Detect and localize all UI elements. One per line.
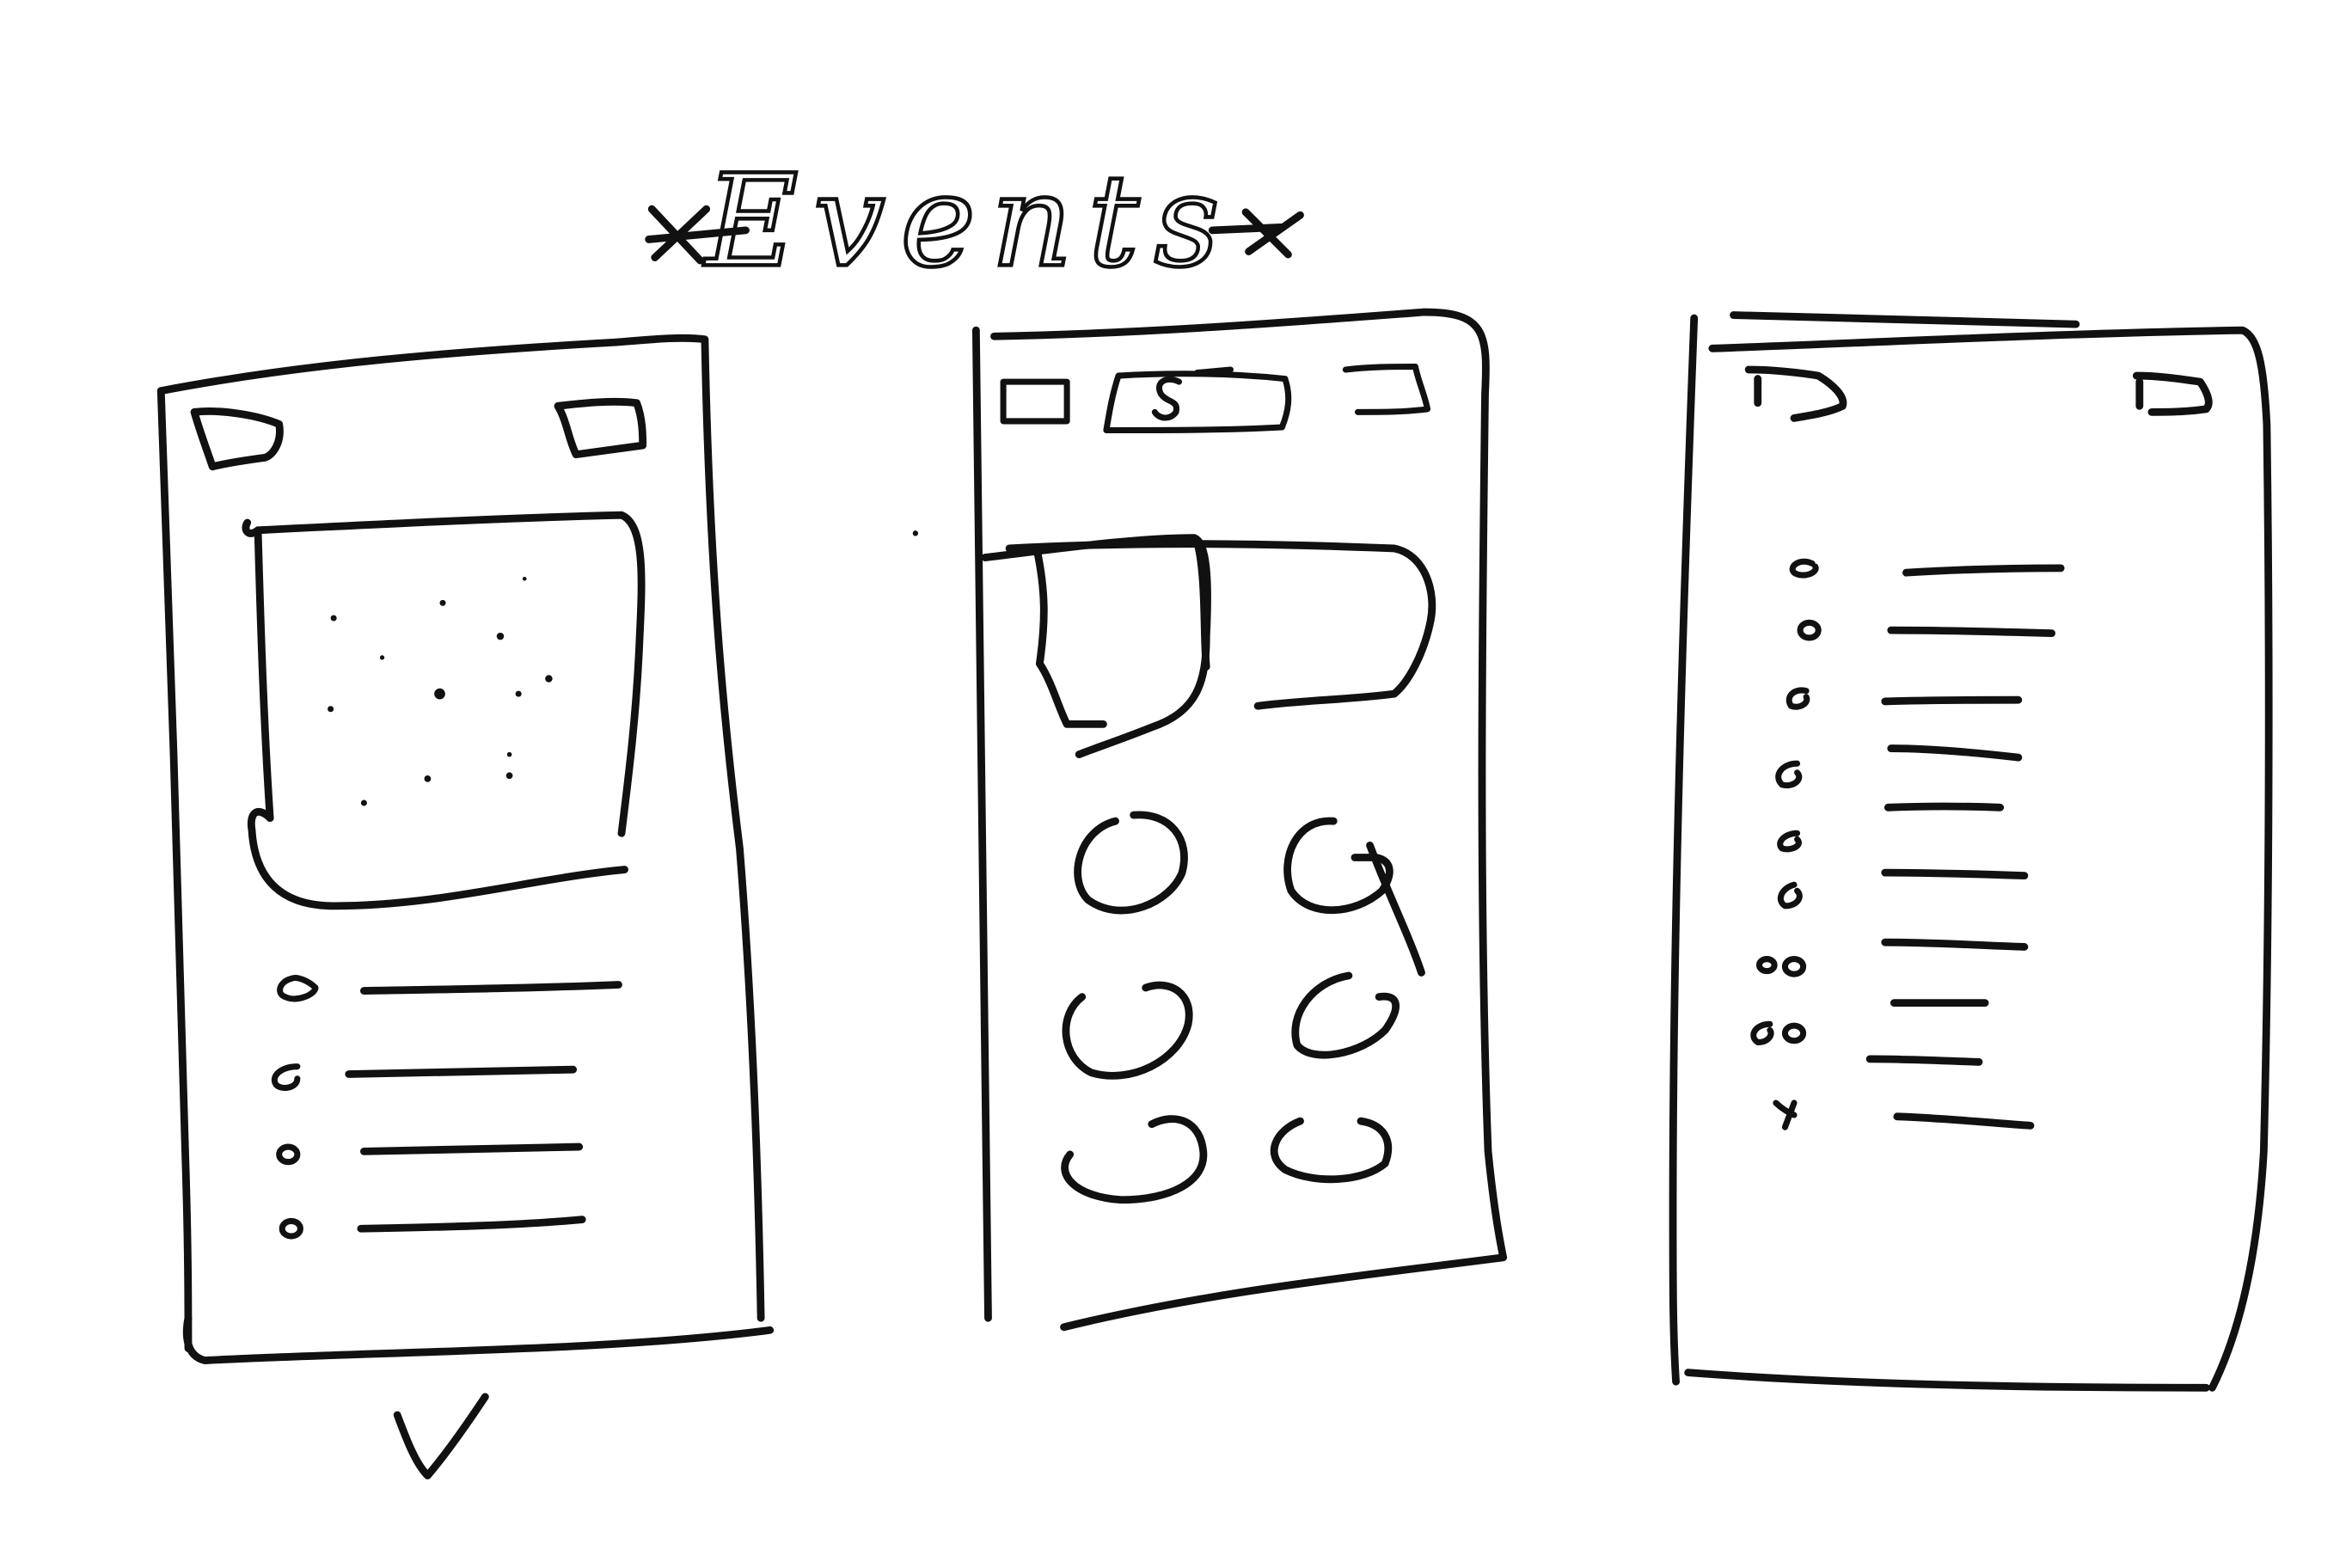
list-item[interactable]	[1750, 999, 1989, 1045]
list-item-icon	[1773, 1099, 1798, 1130]
screen-frame	[971, 326, 992, 1322]
list-item-icon	[1777, 830, 1802, 853]
list-item-line	[1887, 626, 2056, 638]
list-item[interactable]	[1777, 868, 2029, 910]
grid-item[interactable]	[1270, 1117, 1393, 1184]
screen-event-grid	[912, 308, 1508, 1332]
list-item-icon	[271, 1063, 301, 1091]
grid-item[interactable]	[1061, 1115, 1208, 1204]
list-item-icon	[1775, 760, 1803, 789]
event-list	[1750, 558, 2065, 1130]
list-item-line	[1881, 938, 2029, 951]
featured-cards	[981, 534, 1436, 759]
screen-event-list	[1669, 311, 2273, 1392]
list-item-line	[1893, 1112, 2035, 1130]
right-star-icon	[1208, 208, 1304, 259]
grid-item[interactable]	[1283, 817, 1393, 915]
tab-right[interactable]	[1342, 363, 1431, 415]
list-item-line	[1865, 1055, 1983, 1066]
tab-selected[interactable]	[1103, 371, 1292, 434]
card-front[interactable]	[1005, 540, 1436, 710]
list-item[interactable]	[1773, 1055, 1983, 1130]
list-item[interactable]	[1785, 687, 2023, 710]
tab-left[interactable]	[1000, 378, 1070, 425]
menu-button[interactable]	[554, 397, 647, 459]
list-item-icon	[1750, 1020, 1774, 1045]
list-item	[279, 1216, 586, 1240]
back-button[interactable]	[1744, 365, 1847, 422]
list-item[interactable]	[1755, 938, 2029, 977]
list-item-line	[1881, 695, 2023, 706]
back-button[interactable]	[190, 407, 284, 471]
list-item-icon	[279, 1217, 303, 1240]
list-item-icon	[1789, 558, 1819, 579]
screen-frame	[156, 334, 765, 1322]
page-title: Events	[702, 147, 1234, 295]
list-item[interactable]	[1797, 619, 2056, 641]
list-item[interactable]	[1789, 558, 2065, 579]
screen-frame	[1730, 311, 2080, 328]
info-list	[271, 975, 622, 1240]
list-item-icon	[276, 1143, 301, 1166]
list-item-line	[1887, 744, 2023, 762]
list-item	[276, 1142, 584, 1166]
list-item-icon	[1785, 687, 1810, 710]
list-item-line	[359, 1142, 584, 1155]
list-item	[277, 975, 622, 1002]
list-item-line	[359, 981, 622, 995]
list-item-icon	[277, 975, 319, 1002]
list-item[interactable]	[1893, 1112, 2035, 1130]
event-grid	[1061, 811, 1425, 1204]
list-item[interactable]	[1777, 802, 2005, 853]
list-item-line	[1883, 802, 2005, 812]
list-item-line	[357, 1216, 586, 1233]
checkmark-icon	[393, 1393, 489, 1479]
list-item-line	[1902, 564, 2065, 577]
screen-event-detail	[156, 334, 775, 1479]
list-item[interactable]	[1775, 744, 2023, 789]
list-item-icon	[1755, 956, 1778, 975]
image-placeholder	[242, 511, 646, 910]
grid-item[interactable]	[1062, 981, 1193, 1080]
list-item-icon	[1777, 881, 1803, 910]
list-item-line	[1881, 868, 2029, 880]
tab-bar	[1000, 363, 1431, 434]
list-item-icon	[1797, 619, 1822, 641]
grid-item[interactable]	[1074, 811, 1188, 915]
left-star-icon	[645, 205, 750, 265]
list-item	[271, 1063, 578, 1091]
title-group: Events	[645, 145, 1304, 297]
list-item-line	[345, 1065, 578, 1078]
grid-item[interactable]	[1291, 971, 1400, 1059]
menu-button[interactable]	[2132, 371, 2213, 416]
tab-label-icon	[1151, 376, 1183, 421]
